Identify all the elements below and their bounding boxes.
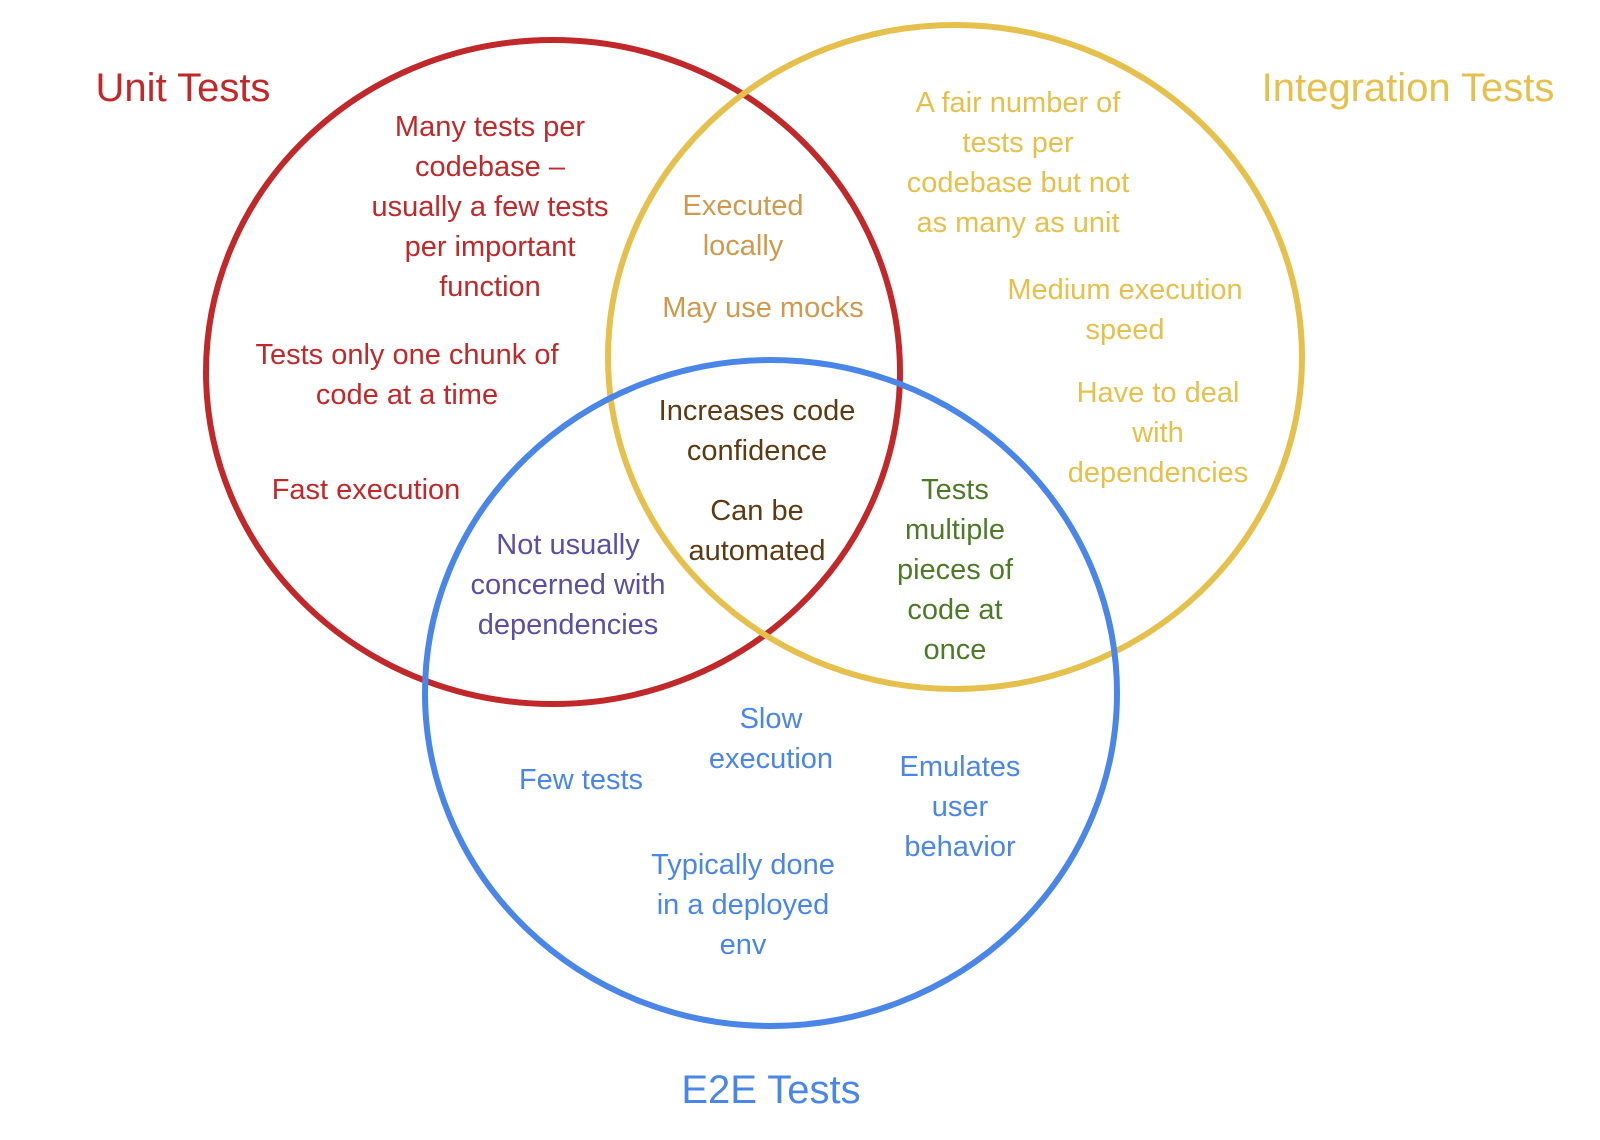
note-line: Many tests per [395,111,586,143]
note-line: code at [907,594,1002,626]
note-line: automated [688,535,825,567]
note-line: env [720,929,767,961]
note-line: concerned with [470,569,665,601]
note-line: Typically done [651,849,835,881]
integration-tests-circle [605,22,1305,692]
note-line: speed [1085,314,1164,346]
note-line: Tests only one chunk of [255,339,559,371]
note-unit-integration-mocks: May use mocks [662,292,863,324]
note-line: in a deployed [657,889,830,921]
note-line: dependencies [1068,457,1249,489]
note-line: user [932,791,989,823]
note-integration-fair-number: A fair number of tests per codebase but no… [907,87,1130,239]
note-line: as many as unit [916,207,1119,239]
note-line: Not usually [496,529,640,561]
note-line: Increases code [659,395,856,427]
note-line: behavior [904,831,1016,863]
note-unit-fast: Fast execution [272,474,461,506]
note-unit-many-tests: Many tests per codebase – usually a few te… [372,111,609,303]
note-line: execution [709,743,833,775]
e2e-tests-circle [422,357,1120,1029]
note-line: code at a time [316,379,498,411]
note-line: confidence [687,435,827,467]
note-line: Emulates [900,751,1021,783]
note-line: per important [405,231,576,263]
note-line: Fast execution [272,474,461,506]
note-integration-e2e-multiple: Tests multiple pieces of code at once [897,474,1014,666]
note-unit-one-chunk: Tests only one chunk of code at a time [255,339,559,411]
note-line: Slow [740,703,804,735]
note-e2e-emulates: Emulates user behavior [900,751,1021,863]
note-unit-integration-local: Executed locally [683,190,804,262]
note-line: Have to deal [1077,377,1240,409]
note-line: tests per [962,127,1074,159]
note-line: locally [703,230,784,262]
note-e2e-slow: Slow execution [709,703,833,775]
note-line: pieces of [897,554,1014,586]
note-line: Few tests [519,764,643,796]
note-e2e-few: Few tests [519,764,643,796]
integration-tests-title: Integration Tests [1262,66,1555,110]
note-unit-e2e-dependencies: Not usually concerned with dependencies [470,529,665,641]
unit-tests-title: Unit Tests [96,66,271,110]
note-line: usually a few tests [372,191,609,223]
note-line: dependencies [478,609,659,641]
note-line: function [439,271,541,303]
note-line: once [924,634,987,666]
note-line: Executed [683,190,804,222]
note-line: Medium execution [1007,274,1242,306]
note-line: A fair number of [916,87,1122,119]
note-e2e-deployed: Typically done in a deployed env [651,849,835,961]
venn-notes: Many tests per codebase – usually a few te… [255,87,1248,961]
note-line: codebase but not [907,167,1130,199]
note-all-automated: Can be automated [688,495,825,567]
note-line: Can be [710,495,804,527]
note-integration-medium-speed: Medium execution speed [1007,274,1242,346]
note-line: with [1131,417,1184,449]
note-all-confidence: Increases code confidence [659,395,856,467]
note-line: multiple [905,514,1005,546]
note-integration-dependencies: Have to deal with dependencies [1068,377,1249,489]
note-line: codebase – [415,151,566,183]
note-line: May use mocks [662,292,863,324]
unit-tests-circle [203,37,903,707]
e2e-tests-title: E2E Tests [681,1068,860,1112]
note-line: Tests [921,474,989,506]
